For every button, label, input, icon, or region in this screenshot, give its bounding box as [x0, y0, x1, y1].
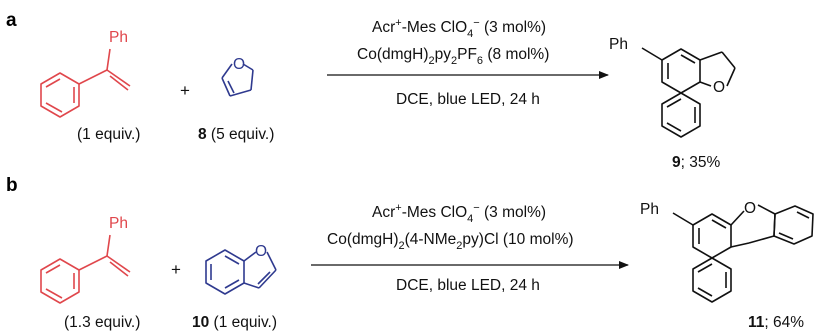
reactant-diphenylethylene-a: Ph — [40, 29, 131, 118]
reactant-dihydrofuran: O — [221, 56, 254, 97]
catalyst-acridinium: Acr+-Mes ClO4− (3 mol%) — [372, 17, 546, 40]
product-9-label: 9; 35% — [672, 154, 720, 171]
reactant2-label: 8 (5 equiv.) — [198, 126, 274, 143]
product-11-label: 11; 64% — [748, 314, 804, 331]
reactant-benzofuran: O — [205, 243, 277, 295]
product-phenyl-label: Ph — [609, 36, 628, 53]
product-phenyl-label: Ph — [640, 201, 659, 218]
oxygen-label: O — [233, 56, 245, 73]
conditions-below-b: DCE, blue LED, 24 h — [396, 277, 540, 294]
phenyl-label: Ph — [109, 29, 128, 46]
cobalt-catalyst: Co(dmgH)2(4-NMe2py)Cl (10 mol%) — [327, 231, 574, 252]
product-oxygen-label: O — [744, 200, 756, 217]
product-11-structure: Ph O — [640, 200, 814, 303]
reactant-diphenylethylene-b: Ph — [40, 215, 131, 304]
oxygen-label: O — [255, 243, 267, 260]
product-oxygen-label: O — [713, 79, 725, 96]
panel-label-b: b — [6, 175, 18, 196]
reactant1-equiv: (1.3 equiv.) — [64, 314, 140, 331]
phenyl-label: Ph — [109, 215, 128, 232]
plus-sign: + — [180, 81, 190, 100]
product-9-structure: Ph O — [609, 36, 736, 138]
conditions-below-a: DCE, blue LED, 24 h — [396, 91, 540, 108]
catalyst-acridinium: Acr+-Mes ClO4− (3 mol%) — [372, 202, 546, 225]
plus-sign: + — [171, 260, 181, 279]
cobalt-catalyst: Co(dmgH)2py2PF6 (8 mol%) — [357, 46, 549, 67]
reactant2-label: 10 (1 equiv.) — [192, 314, 277, 331]
reactant1-equiv: (1 equiv.) — [77, 126, 140, 143]
panel-label-a: a — [6, 10, 17, 31]
